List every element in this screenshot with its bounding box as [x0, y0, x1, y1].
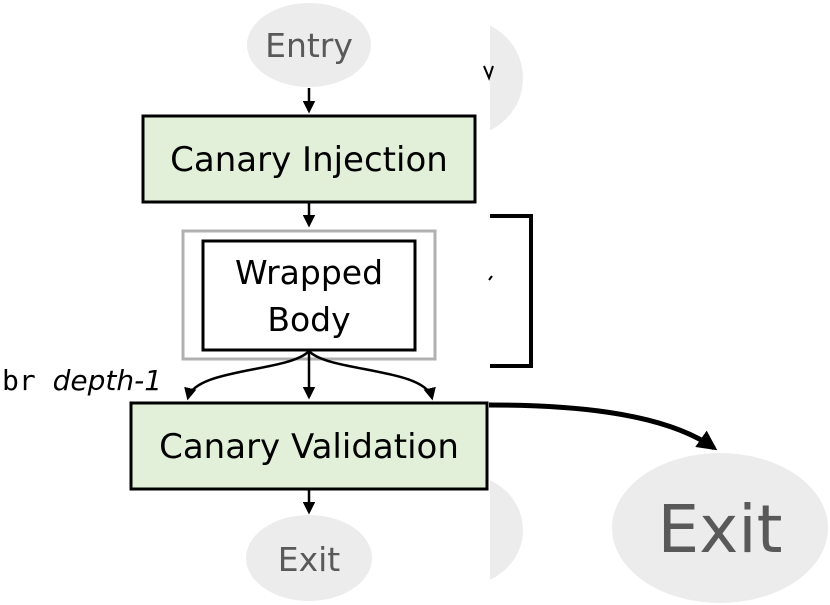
edge-body-validation-right	[308, 350, 436, 401]
edge-label: br depth-1	[2, 364, 162, 397]
wrapped-body-node	[201, 239, 417, 352]
scope-bracket	[490, 214, 533, 368]
canary-injection-node	[141, 114, 477, 204]
edge-body-validation-left	[184, 350, 310, 401]
canary-injection-label: Canary Injection	[170, 140, 448, 180]
entry-node	[247, 3, 371, 87]
edge-label-value: depth-1	[53, 364, 162, 397]
exit-right-label: Exit	[658, 491, 783, 568]
exit-right-node	[612, 453, 828, 603]
wrapped-body-label-line2: Body	[267, 300, 350, 339]
ghost-glyph-top	[483, 65, 494, 81]
wrapped-body-label-line1: Wrapped	[235, 253, 383, 292]
edge-validation-exit-right	[488, 402, 718, 451]
exit-bottom-node	[246, 515, 372, 601]
canary-validation-node	[129, 401, 489, 491]
entry-label: Entry	[265, 26, 353, 65]
canary-validation-label: Canary Validation	[159, 427, 459, 467]
ghost-glyph-mid	[488, 275, 493, 281]
edge-label-prefix: br	[2, 364, 36, 397]
exit-bottom-label: Exit	[278, 540, 341, 579]
